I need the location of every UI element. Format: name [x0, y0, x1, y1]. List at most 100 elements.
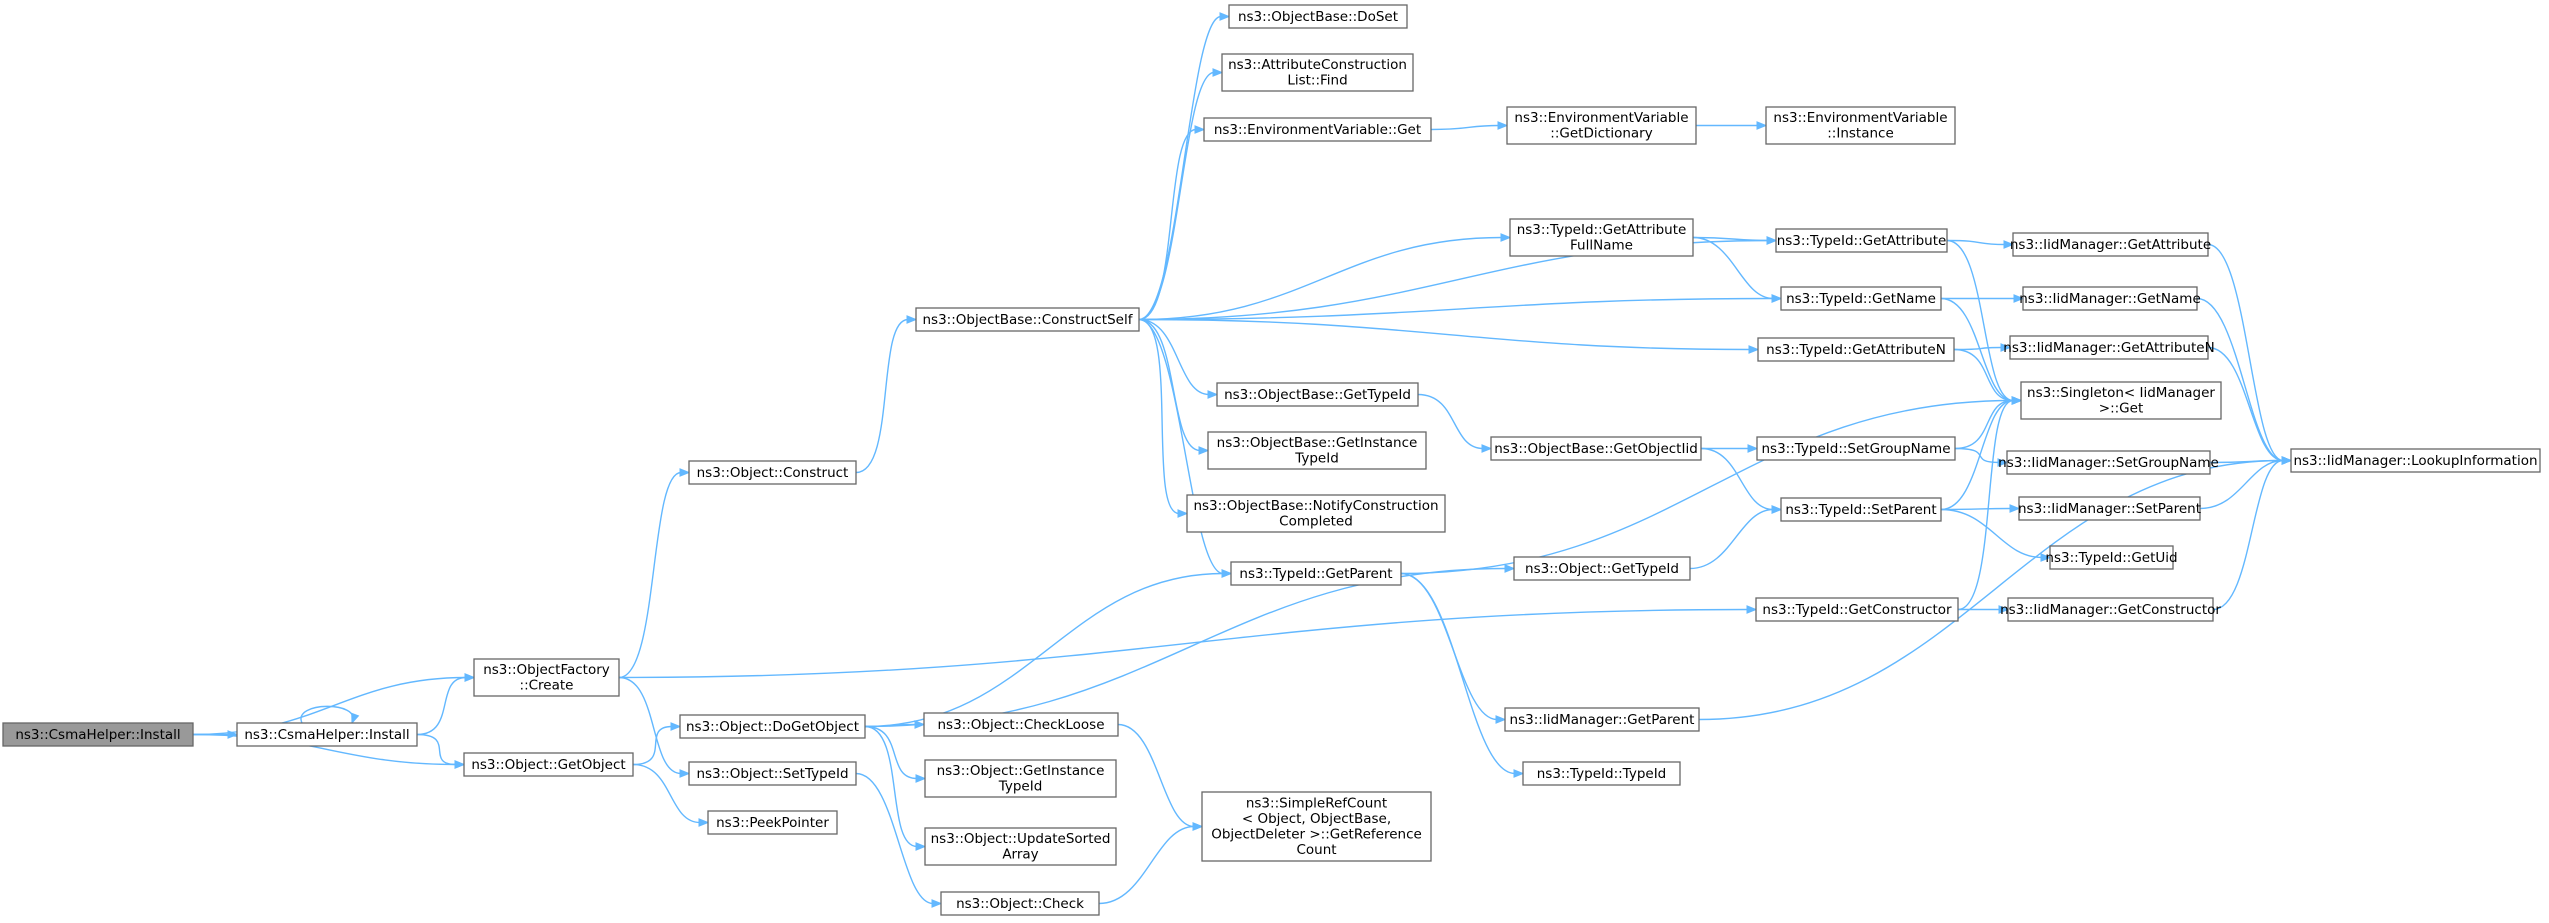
call-edges	[192, 12, 2293, 908]
node-object-dogetobject[interactable]: ns3::Object::DoGetObject	[679, 714, 866, 739]
arrow-head	[1756, 121, 1768, 130]
edge-line	[1138, 318, 1751, 351]
node-iidmanager-setgroupname[interactable]: ns3::IidManager::SetGroupName	[1998, 450, 2219, 475]
node-label: ns3::TypeId::GetName	[1786, 291, 1936, 307]
node-label: ns3::Object::DoGetObject	[686, 719, 859, 735]
node-label: ns3::IidManager::GetName	[2019, 291, 2201, 307]
node-iidmanager-getattributen[interactable]: ns3::IidManager::GetAttributeN	[2003, 335, 2215, 360]
edge-line	[416, 733, 457, 766]
edge-line	[1692, 236, 1769, 242]
arrow-head	[1177, 509, 1189, 518]
node-label: ns3::ObjectBase::GetObjectIid	[1494, 441, 1698, 457]
node-objectbase-getobjectiid[interactable]: ns3::ObjectBase::GetObjectIid	[1490, 436, 1702, 461]
edge-typeid-getname-to-iidmanager-getname	[1940, 294, 2025, 303]
node-label: ns3::EnvironmentVariable	[1773, 110, 1947, 126]
edge-object-dogetobject-to-typeid-getparent	[864, 569, 1233, 728]
node-csma-install[interactable]: ns3::CsmaHelper::Install	[236, 722, 418, 747]
node-label: ns3::Object::SetTypeId	[696, 766, 848, 782]
edge-envvar-get-to-envvar-getdictionary	[1430, 121, 1509, 131]
node-objectbase-doset[interactable]: ns3::ObjectBase::DoSet	[1228, 4, 1408, 29]
edge-csma-install-to-object-getobject	[416, 733, 466, 769]
edge-typeid-getparent-to-typeid-typeid	[1400, 572, 1525, 778]
node-iidmanager-lookupinformation[interactable]: ns3::IidManager::LookupInformation	[2290, 448, 2541, 473]
node-label: >::Get	[2099, 401, 2143, 417]
node-simplerefcount-getreferencecount[interactable]: ns3::SimpleRefCount< Object, ObjectBase,…	[1201, 791, 1432, 862]
node-label: ns3::ObjectBase::DoSet	[1238, 9, 1398, 25]
node-typeid-getuid[interactable]: ns3::TypeId::GetUid	[2045, 545, 2178, 570]
node-box	[1757, 337, 1955, 362]
edge-line	[1940, 399, 2014, 511]
node-label: ns3::TypeId::SetGroupName	[1761, 441, 1950, 457]
edge-objectfactory-create-to-object-construct	[618, 468, 691, 679]
node-objectfactory-create[interactable]: ns3::ObjectFactory::Create	[473, 658, 620, 697]
arrow-head	[915, 774, 927, 783]
edge-line	[1940, 297, 2014, 402]
arrow-head	[1192, 822, 1204, 831]
arrow-head	[1998, 605, 2010, 614]
node-object-getobject[interactable]: ns3::Object::GetObject	[463, 752, 634, 777]
node-typeid-typeid[interactable]: ns3::TypeId::TypeId	[1522, 761, 1681, 786]
edge-typeid-getattributen-to-iidmanager-getattributen	[1953, 343, 2012, 352]
edge-line	[1700, 447, 1774, 511]
node-envvar-instance[interactable]: ns3::EnvironmentVariable::Instance	[1765, 106, 1956, 145]
node-typeid-getattributen[interactable]: ns3::TypeId::GetAttributeN	[1757, 337, 1955, 362]
edge-typeid-getattributefullname-to-typeid-getname	[1692, 236, 1783, 303]
edge-objectbase-constructself-to-typeid-getattributen	[1138, 318, 1760, 354]
edge-typeid-getattribute-to-iidmanager-getattribute	[1946, 239, 2015, 249]
node-objectbase-gettypeid[interactable]: ns3::ObjectBase::GetTypeId	[1216, 382, 1419, 407]
arrow-head	[1194, 125, 1206, 134]
node-box	[1207, 431, 1427, 470]
node-iidmanager-getconstructor[interactable]: ns3::IidManager::GetConstructor	[2000, 597, 2221, 622]
node-label: TypeId	[1294, 451, 1339, 467]
node-iidmanager-setparent[interactable]: ns3::IidManager::SetParent	[2018, 496, 2201, 521]
edge-line	[618, 471, 682, 679]
node-label: ns3::EnvironmentVariable	[1514, 110, 1688, 126]
node-box	[679, 714, 866, 739]
arrow-head	[2040, 553, 2052, 562]
arrow-head	[454, 760, 466, 769]
node-label: ns3::Object::Construct	[697, 465, 849, 481]
node-typeid-getparent[interactable]: ns3::TypeId::GetParent	[1230, 561, 1402, 586]
edge-object-settypeid-to-object-check	[855, 772, 943, 908]
edge-line	[1698, 459, 2284, 721]
node-csma-install-root[interactable]: ns3::CsmaHelper::Install	[2, 722, 194, 747]
node-iidmanager-getparent[interactable]: ns3::IidManager::GetParent	[1504, 707, 1700, 732]
node-peekpointer[interactable]: ns3::PeekPointer	[707, 810, 838, 835]
node-object-construct[interactable]: ns3::Object::Construct	[688, 460, 857, 485]
node-box	[1522, 761, 1681, 786]
edge-object-dogetobject-to-object-checkloose	[864, 720, 926, 729]
node-object-checkloose[interactable]: ns3::Object::CheckLoose	[923, 712, 1119, 737]
node-box	[1228, 4, 1408, 29]
node-iidmanager-getname[interactable]: ns3::IidManager::GetName	[2019, 286, 2201, 311]
node-label: FullName	[1570, 238, 1633, 254]
node-typeid-getname[interactable]: ns3::TypeId::GetName	[1780, 286, 1942, 311]
arrow-head	[351, 712, 360, 725]
node-singleton-get[interactable]: ns3::Singleton< IidManager >::Get	[2020, 381, 2222, 420]
node-objectbase-constructself[interactable]: ns3::ObjectBase::ConstructSelf	[915, 307, 1140, 332]
node-object-settypeid[interactable]: ns3::Object::SetTypeId	[688, 761, 857, 786]
node-object-gettypeid[interactable]: ns3::Object::GetTypeId	[1513, 556, 1691, 581]
edge-objectbase-constructself-to-typeid-getparent	[1138, 318, 1233, 578]
node-typeid-setparent[interactable]: ns3::TypeId::SetParent	[1780, 497, 1942, 522]
node-iidmanager-getattribute[interactable]: ns3::IidManager::GetAttribute	[2010, 232, 2211, 257]
edge-line	[1400, 572, 1516, 775]
node-typeid-getattribute[interactable]: ns3::TypeId::GetAttribute	[1775, 228, 1948, 253]
node-envvar-get[interactable]: ns3::EnvironmentVariable::Get	[1203, 117, 1432, 142]
node-box	[1506, 106, 1697, 145]
node-envvar-getdictionary[interactable]: ns3::EnvironmentVariable::GetDictionary	[1506, 106, 1697, 145]
node-objectbase-notifyconstruction[interactable]: ns3::ObjectBase::NotifyConstructionCompl…	[1186, 494, 1446, 533]
arrow-head	[914, 720, 926, 729]
edge-object-dogetobject-to-object-getinstancetypeid	[864, 725, 927, 783]
node-label: ::Instance	[1827, 126, 1894, 142]
node-object-check[interactable]: ns3::Object::Check	[940, 891, 1100, 916]
arrow-head	[1219, 12, 1231, 21]
edge-line	[1940, 507, 2012, 511]
node-typeid-setgroupname[interactable]: ns3::TypeId::SetGroupName	[1756, 436, 1956, 461]
node-typeid-getconstructor[interactable]: ns3::TypeId::GetConstructor	[1755, 597, 1959, 622]
